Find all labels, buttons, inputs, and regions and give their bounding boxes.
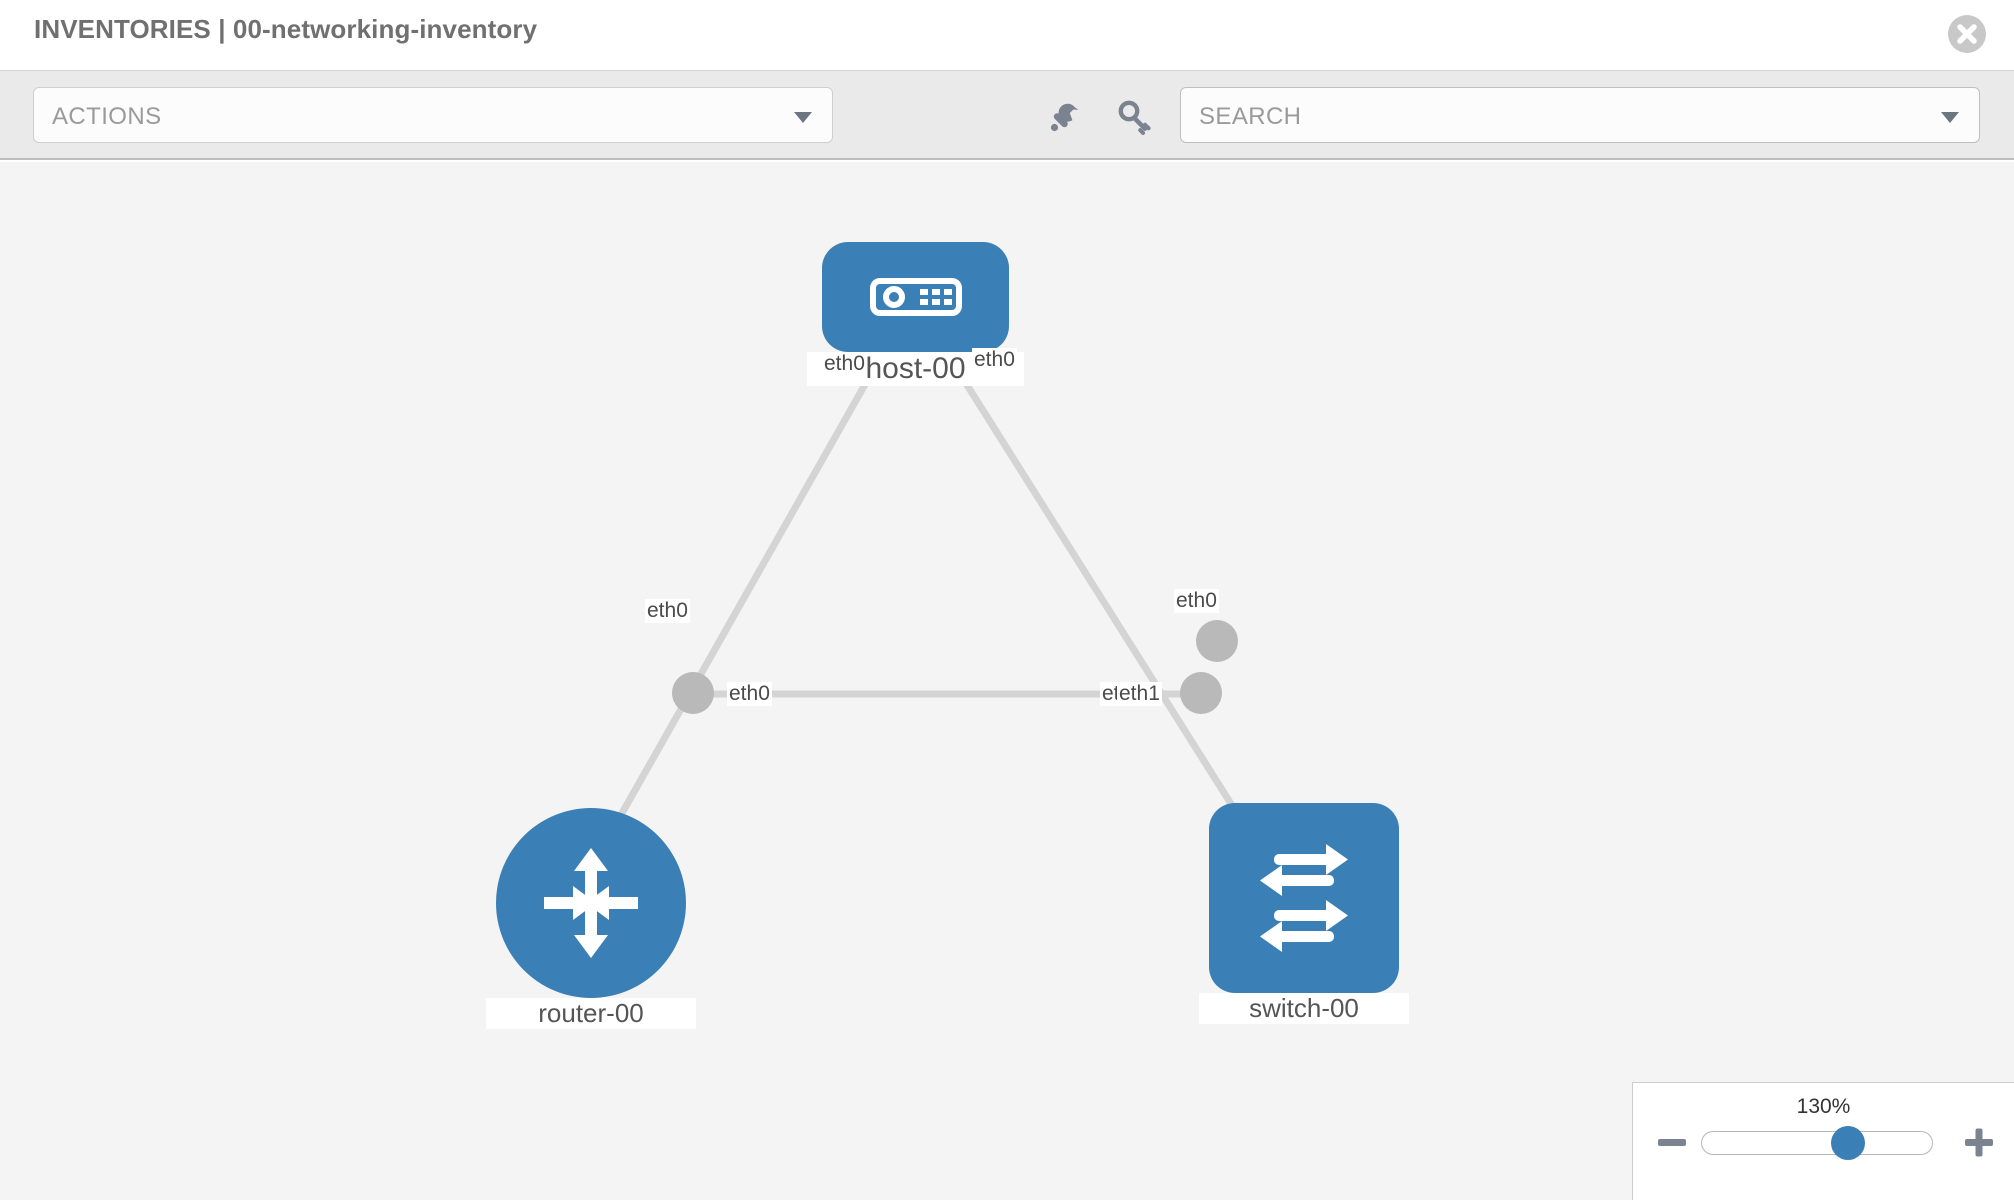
- router-arrows-icon: [544, 848, 638, 958]
- node-switch-00: switch-00: [1199, 803, 1409, 1024]
- iface-label-host-right: eth0: [972, 348, 1017, 372]
- iface-label-switch-left-b: eth1: [1117, 682, 1162, 706]
- node-router-00: router-00: [486, 808, 696, 1029]
- node-host-00: host-00: [807, 242, 1024, 386]
- key-icon[interactable]: [1115, 97, 1155, 137]
- server-icon: [869, 278, 962, 316]
- node-router-00-label: router-00: [486, 998, 696, 1029]
- toolbar: ACTIONS SEARCH: [0, 70, 2014, 160]
- iface-label-router-up: eth0: [645, 599, 690, 623]
- iface-label-router-right: eth0: [727, 682, 772, 706]
- node-switch-00-shape[interactable]: [1209, 803, 1399, 993]
- iface-stub-switch-left[interactable]: [1180, 672, 1222, 714]
- zoom-out-button[interactable]: [1655, 1125, 1689, 1159]
- zoom-slider-thumb[interactable]: [1831, 1126, 1865, 1160]
- wrench-icon[interactable]: [1043, 97, 1083, 137]
- actions-dropdown-label: ACTIONS: [52, 103, 162, 130]
- topology-graph: host-00: [0, 162, 2014, 1200]
- zoom-level-label: 130%: [1796, 1095, 1851, 1118]
- topology-canvas[interactable]: host-00: [0, 162, 2014, 1200]
- zoom-slider[interactable]: [1701, 1126, 1933, 1160]
- node-switch-00-label: switch-00: [1199, 993, 1409, 1024]
- node-host-00-shape[interactable]: [822, 242, 1009, 352]
- iface-label-host-left: eth0: [822, 352, 867, 376]
- iface-stub-router-right[interactable]: [672, 672, 714, 714]
- iface-label-switch-up: eth0: [1174, 589, 1219, 613]
- actions-dropdown[interactable]: ACTIONS: [33, 87, 833, 143]
- search-chevron-down-icon[interactable]: [1941, 112, 1959, 123]
- node-router-00-shape[interactable]: [496, 808, 686, 998]
- search-placeholder: SEARCH: [1199, 103, 1302, 130]
- switch-arrows-icon: [1260, 844, 1348, 952]
- link-host-router: [596, 356, 884, 854]
- page-title: INVENTORIES | 00-networking-inventory: [34, 14, 538, 44]
- zoom-in-button[interactable]: [1962, 1125, 1996, 1159]
- search-input[interactable]: SEARCH: [1180, 87, 1980, 143]
- page-header: INVENTORIES | 00-networking-inventory: [0, 0, 2014, 70]
- close-icon[interactable]: [1948, 15, 1986, 53]
- chevron-down-icon: [794, 112, 812, 123]
- zoom-control-panel: 130%: [1632, 1082, 2014, 1200]
- link-host-switch: [947, 356, 1253, 836]
- iface-stub-switch-up[interactable]: [1196, 620, 1238, 662]
